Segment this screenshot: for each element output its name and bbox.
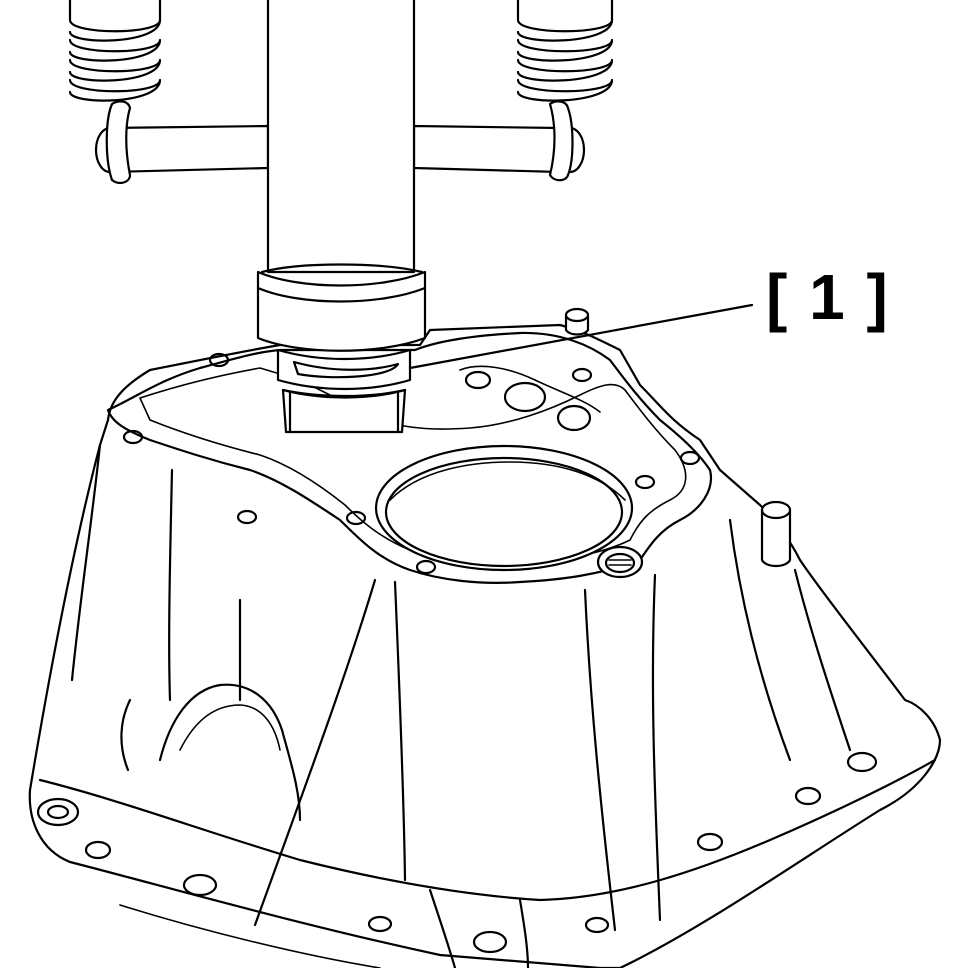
callout-label: [ 1 ] — [766, 261, 890, 333]
right-spring — [518, 0, 612, 101]
callout-leader-line — [410, 305, 752, 368]
transmission-case — [30, 309, 940, 968]
left-spring — [70, 0, 160, 101]
press-tool — [70, 0, 612, 432]
